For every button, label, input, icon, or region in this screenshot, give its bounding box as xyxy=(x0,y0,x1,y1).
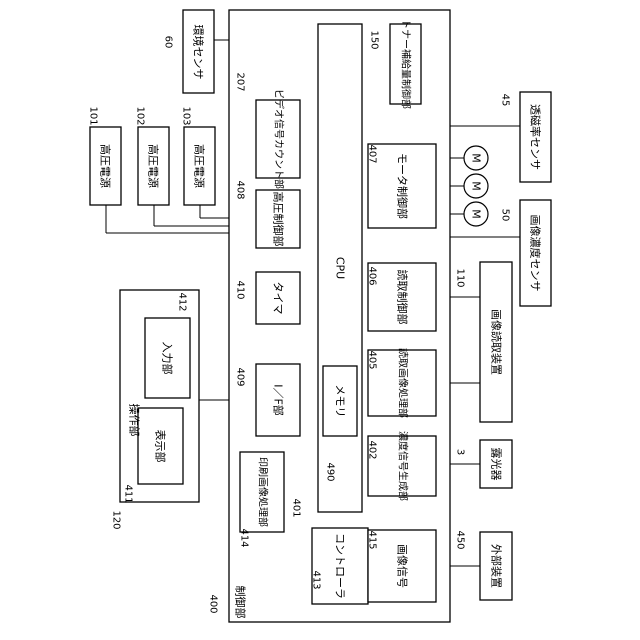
exposure-label: 露光器 xyxy=(490,448,504,481)
ref-3: 3 xyxy=(455,449,466,455)
ref-402: 402 xyxy=(367,440,378,459)
motor-2-label: M xyxy=(470,181,483,191)
read-ctrl-label: 読取制御部 xyxy=(396,270,410,325)
read-proc-label: 読取画像処理部 xyxy=(397,348,410,418)
motors: M M M xyxy=(464,146,488,226)
ref-102: 102 xyxy=(135,106,146,125)
control-unit-label: 制御部 xyxy=(234,586,248,619)
video-count-label: ビデオ信号カウント部 xyxy=(273,89,286,189)
ref-101: 101 xyxy=(88,106,99,125)
ref-410: 410 xyxy=(235,280,246,299)
motor-1-label: M xyxy=(470,153,483,163)
display-label: 表示部 xyxy=(154,430,168,463)
boxes xyxy=(90,10,551,622)
ref-490: 490 xyxy=(325,462,336,481)
hv3-label: 高圧電源 xyxy=(193,144,207,188)
ref-407: 407 xyxy=(367,144,378,163)
print-proc-label: 印刷画像処理部 xyxy=(257,457,270,527)
io-label: I／F部 xyxy=(272,384,286,416)
ref-450: 450 xyxy=(455,530,466,549)
controller-label: コントローラ xyxy=(334,533,347,599)
mag-sensor-label: 透磁率センサ xyxy=(529,104,543,170)
ref-110: 110 xyxy=(455,268,466,287)
ref-405: 405 xyxy=(367,350,378,369)
ref-401: 401 xyxy=(291,498,302,517)
ops-label: 操作部 xyxy=(128,404,142,437)
ref-45: 45 xyxy=(500,94,511,107)
ref-50: 50 xyxy=(500,209,511,222)
ref-400: 400 xyxy=(208,594,219,613)
motor-ctrl-label: モータ制御部 xyxy=(396,153,410,219)
external-label: 外部装置 xyxy=(490,544,504,588)
ref-408: 408 xyxy=(235,180,246,199)
ref-412: 412 xyxy=(177,292,188,311)
hv2-label: 高圧電源 xyxy=(147,144,161,188)
ref-409: 409 xyxy=(235,367,246,386)
memory-label: メモリ xyxy=(334,385,347,418)
hv1-label: 高圧電源 xyxy=(99,144,113,188)
ref-413: 413 xyxy=(311,570,322,589)
reader-label: 画像読取装置 xyxy=(490,309,504,375)
density-sensor-label: 画像濃度センサ xyxy=(529,215,543,292)
image-signal-label: 画像信号 xyxy=(396,544,409,588)
ref-150: 150 xyxy=(369,30,380,49)
ref-411: 411 xyxy=(123,484,134,503)
ref-120: 120 xyxy=(111,510,122,529)
cpu-label: CPU xyxy=(334,257,347,279)
env-sensor-label: 環境センサ xyxy=(192,25,206,80)
motor-3-label: M xyxy=(470,209,483,219)
ref-207: 207 xyxy=(235,72,246,91)
ref-60: 60 xyxy=(163,36,174,49)
hv-ctrl-label: 高圧制御部 xyxy=(272,192,286,247)
toner-ctrl-label: トナー補給量制御部 xyxy=(400,19,413,109)
ref-414: 414 xyxy=(239,528,250,547)
density-gen-label: 濃度信号生成部 xyxy=(397,431,410,501)
ref-415: 415 xyxy=(367,530,378,549)
ref-406: 406 xyxy=(367,266,378,285)
ref-103: 103 xyxy=(181,106,192,125)
input-label: 入力部 xyxy=(161,342,175,375)
timer-label: タイマ xyxy=(272,282,285,315)
